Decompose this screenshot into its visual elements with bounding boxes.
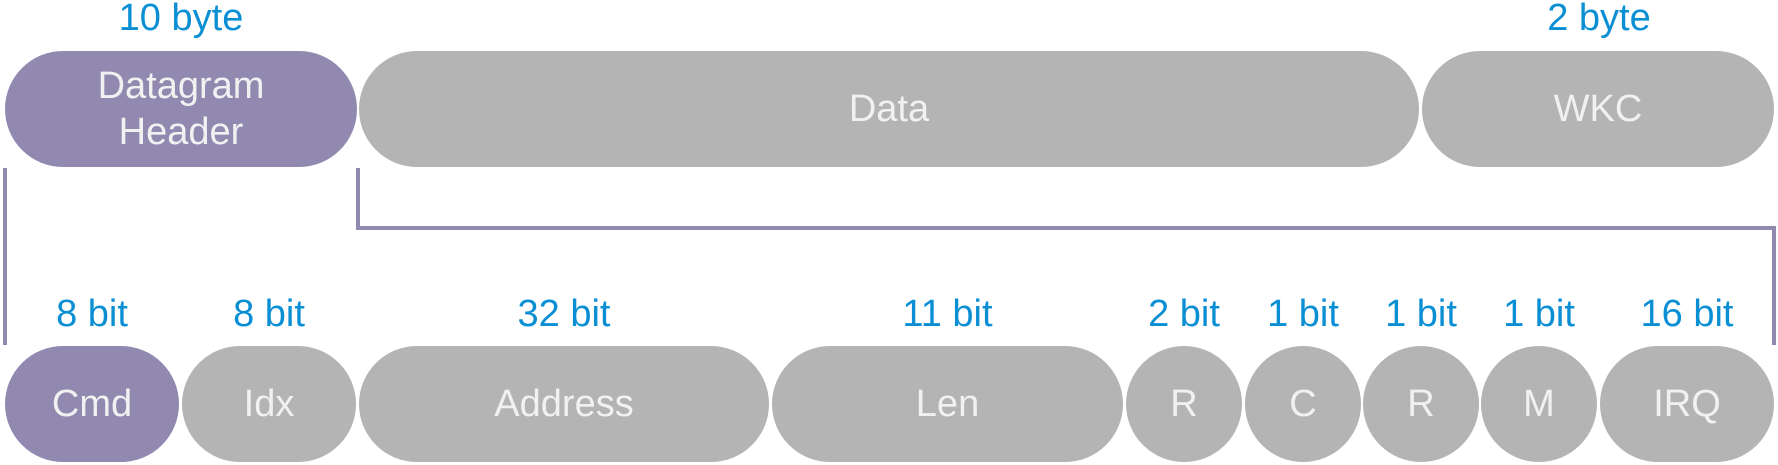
idx-size-label: 8 bit xyxy=(233,293,305,335)
cmd-size-label: 8 bit xyxy=(56,293,128,335)
len-field: Len xyxy=(772,346,1123,462)
wkc-size-label: 2 byte xyxy=(1547,0,1651,39)
wkc-block-label: WKC xyxy=(1553,88,1643,130)
datagram-header-label-line1: Datagram xyxy=(97,65,265,107)
datagram-header-label-line2: Header xyxy=(118,111,244,153)
address-field: Address xyxy=(359,346,769,462)
r2-field-label: R xyxy=(1407,383,1435,425)
m-size-label: 1 bit xyxy=(1503,293,1575,335)
c-field: C xyxy=(1245,346,1361,462)
c-field-label: C xyxy=(1289,383,1317,425)
irq-field-label: IRQ xyxy=(1653,383,1721,425)
address-size-label: 32 bit xyxy=(517,293,611,335)
header-size-label: 10 byte xyxy=(118,0,244,39)
idx-field: Idx xyxy=(182,346,356,462)
cmd-field: Cmd xyxy=(5,346,179,462)
r1-size-label: 2 bit xyxy=(1148,293,1220,335)
cmd-field-label: Cmd xyxy=(51,383,133,425)
c-size-label: 1 bit xyxy=(1267,293,1339,335)
wkc-block: WKC xyxy=(1422,51,1774,167)
r1-field-label: R xyxy=(1170,383,1198,425)
data-block: Data xyxy=(359,51,1419,167)
idx-field-label: Idx xyxy=(243,383,295,425)
data-block-label: Data xyxy=(848,88,930,130)
len-field-label: Len xyxy=(915,383,980,425)
bracket-right-line xyxy=(356,168,1776,345)
irq-size-label: 16 bit xyxy=(1640,293,1734,335)
datagram-header-block: Datagram Header xyxy=(5,51,357,167)
r2-size-label: 1 bit xyxy=(1385,293,1457,335)
r2-field: R xyxy=(1363,346,1479,462)
irq-field: IRQ xyxy=(1600,346,1774,462)
address-field-label: Address xyxy=(494,383,634,425)
r1-field: R xyxy=(1126,346,1242,462)
len-size-label: 11 bit xyxy=(902,293,993,335)
m-field-label: M xyxy=(1523,383,1555,425)
m-field: M xyxy=(1481,346,1597,462)
